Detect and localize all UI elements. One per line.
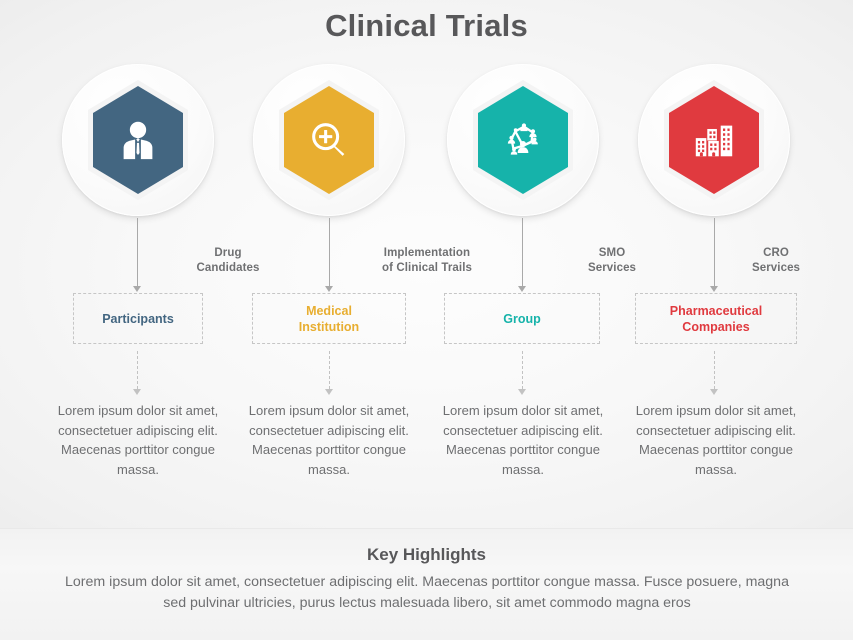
side-label-implementation: Implementation of Clinical Trails [364, 246, 490, 276]
page-title: Clinical Trials [325, 8, 528, 43]
node-participants[interactable] [62, 64, 214, 216]
magnifier-plus-icon [306, 117, 352, 163]
side-label-line1: SMO [598, 247, 626, 259]
hexagon-frame [473, 80, 573, 200]
connector-box-to-text-1 [137, 351, 138, 389]
businessperson-icon [115, 117, 161, 163]
box-participants[interactable]: Participants [73, 293, 203, 344]
key-highlights-body: Lorem ipsum dolor sit amet, consectetuer… [65, 574, 789, 611]
connector-arrow-4 [710, 286, 718, 292]
connector-arrow-2 [325, 286, 333, 292]
connector-box-to-text-4 [714, 351, 715, 389]
connector-box-to-text-2 [329, 351, 330, 389]
key-highlights-title: Key Highlights [366, 545, 486, 564]
box-medical-institution[interactable]: Medical Institution [252, 293, 406, 344]
hexagon-fill [669, 86, 759, 194]
hexagon-fill [93, 86, 183, 194]
side-label-drug-candidates: Drug Candidates [178, 246, 278, 276]
node-group[interactable] [447, 64, 599, 216]
box-label-medical-line2: Institution [298, 319, 360, 334]
connector-arrow-1 [133, 286, 141, 292]
description-pharmaceutical-companies: Lorem ipsum dolor sit amet, consectetuer… [635, 403, 797, 477]
box-pharmaceutical-companies[interactable]: Pharmaceutical Companies [635, 293, 797, 344]
connector-arrow-text-1 [133, 389, 141, 395]
key-highlights-section: Key Highlights Lorem ipsum dolor sit ame… [0, 528, 853, 640]
connector-arrow-text-2 [325, 389, 333, 395]
hexagon-fill [478, 86, 568, 194]
box-label-pharma-line1: Pharmaceutical [669, 303, 763, 318]
box-group[interactable]: Group [444, 293, 600, 344]
box-label-group: Group [503, 311, 541, 326]
people-network-icon [500, 117, 546, 163]
connector-node-to-box-2 [329, 218, 330, 286]
box-label-pharma-line2: Companies [682, 319, 750, 334]
side-label-smo-services: SMO Services [564, 246, 660, 276]
side-label-line1: CRO [763, 247, 789, 259]
side-label-line2: Services [751, 262, 801, 274]
side-label-line2: Candidates [196, 262, 260, 274]
description-medical-institution: Lorem ipsum dolor sit amet, consectetuer… [248, 403, 410, 477]
side-label-cro-services: CRO Services [728, 246, 824, 276]
side-label-line1: Implementation [383, 247, 471, 259]
hexagon-fill [284, 86, 374, 194]
box-label-participants: Participants [102, 311, 174, 326]
connector-node-to-box-4 [714, 218, 715, 286]
node-medical-institution[interactable] [253, 64, 405, 216]
side-label-line2: of Clinical Trails [382, 262, 472, 274]
description-group: Lorem ipsum dolor sit amet, consectetuer… [442, 403, 604, 477]
side-label-line2: Services [587, 262, 637, 274]
connector-node-to-box-3 [522, 218, 523, 286]
side-label-line1: Drug [214, 247, 242, 259]
hexagon-frame [664, 80, 764, 200]
connector-arrow-3 [518, 286, 526, 292]
office-buildings-icon [691, 117, 737, 163]
connector-arrow-text-3 [518, 389, 526, 395]
box-label-medical-line1: Medical [306, 303, 352, 318]
node-pharmaceutical-companies[interactable] [638, 64, 790, 216]
connector-node-to-box-1 [137, 218, 138, 286]
description-participants: Lorem ipsum dolor sit amet, consectetuer… [57, 403, 219, 477]
connector-arrow-text-4 [710, 389, 718, 395]
connector-box-to-text-3 [522, 351, 523, 389]
